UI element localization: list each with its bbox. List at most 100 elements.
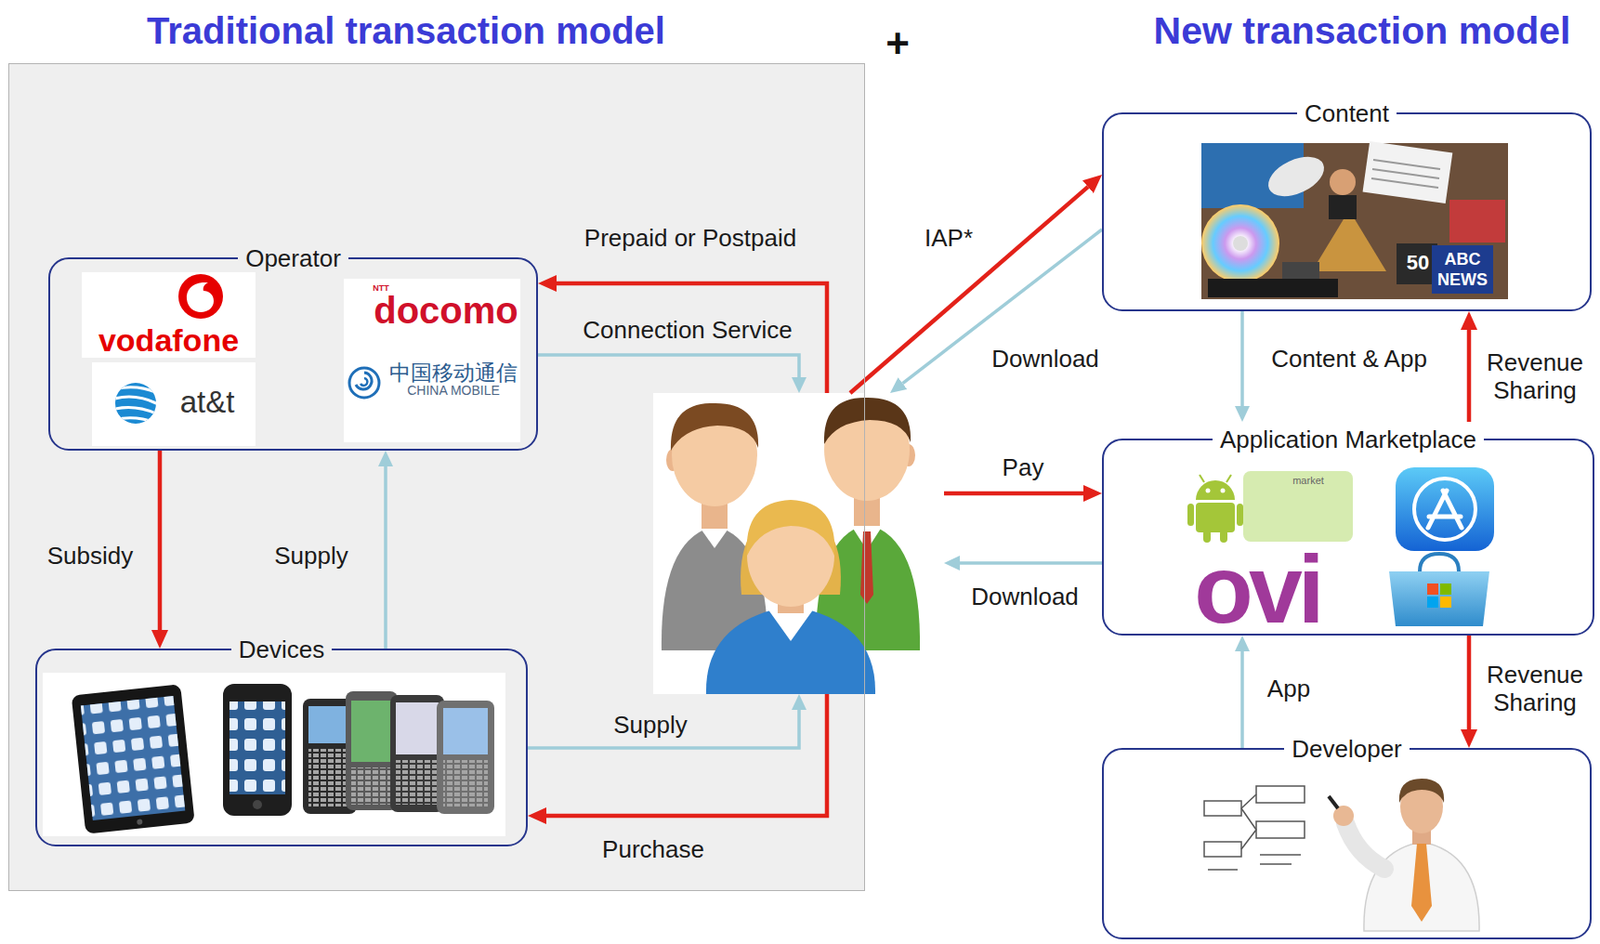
- compact-disc: [1201, 204, 1280, 283]
- logo-text: vodafone: [98, 322, 239, 358]
- person-collar: [767, 608, 814, 642]
- phone-frame: [345, 691, 398, 811]
- sketch-lines: [1207, 794, 1301, 870]
- phone-keys: [443, 760, 488, 807]
- text-holder: ABC NEWS: [1433, 249, 1492, 291]
- flow-label: Subsidy: [43, 541, 138, 570]
- plus-sign: +: [885, 21, 910, 66]
- film-strip: [1207, 278, 1338, 298]
- phone-frame: [436, 700, 495, 814]
- marketplace-box: Application Marketplacemarketovi: [1101, 438, 1595, 636]
- logo-text: CHINA MOBILE: [406, 382, 500, 398]
- logo-ground: [343, 278, 521, 443]
- app-store-glyph: [1428, 490, 1462, 528]
- person-body: [706, 605, 876, 695]
- text-holder: Revenue Sharing: [1395, 660, 1600, 721]
- logo-text: at&t: [180, 384, 236, 420]
- compact-disc-hole: [1232, 236, 1248, 251]
- flow-arrow: [902, 229, 1102, 384]
- robot-antenna: [1199, 474, 1205, 483]
- text-holder: Connection Service: [548, 315, 827, 348]
- text-holder: Developer: [1101, 734, 1592, 767]
- sketch-box: [1256, 821, 1305, 839]
- magazine-number: 50: [1406, 249, 1430, 276]
- flow-label: Supply: [270, 541, 353, 570]
- text-holder: Prepaid or Postpaid: [550, 223, 830, 256]
- box-heading: Content: [1297, 99, 1397, 128]
- text-holder: vodafone: [81, 322, 256, 365]
- text-holder: Supply: [171, 541, 451, 574]
- flow-label: Download: [987, 344, 1103, 373]
- news-logo-ground: [1431, 245, 1494, 294]
- panel-title: Traditional transaction model: [146, 8, 666, 53]
- globe-band: [111, 396, 160, 406]
- phone-frame: [390, 695, 445, 813]
- text-holder: market: [1275, 472, 1341, 487]
- app-store-icon: [1395, 467, 1495, 551]
- marker-pen: [1328, 796, 1338, 809]
- tablet-screen: [80, 695, 185, 821]
- logo-ground: [1186, 467, 1357, 546]
- robot-leg: [1219, 529, 1228, 543]
- phone-keys: [351, 767, 393, 805]
- china-mobile-swirl: [360, 378, 368, 386]
- flow-arrow: [546, 694, 827, 816]
- content-box: Content50ABC NEWS: [1101, 112, 1592, 312]
- text-holder: New transaction model: [1129, 8, 1595, 62]
- china-mobile-mark: [349, 367, 380, 398]
- satellite-dish: [1261, 148, 1330, 205]
- sketch-box: [1204, 841, 1242, 857]
- collage-person: [1328, 195, 1357, 220]
- robot-eye: [1206, 488, 1211, 494]
- flow-arrow: [1240, 651, 1245, 748]
- logo-text: ABC NEWS: [1434, 249, 1491, 290]
- text-holder: at&t: [165, 384, 250, 426]
- flow-label: Pay: [998, 453, 1049, 482]
- text-holder: Supply: [511, 710, 790, 743]
- flow-label: Revenue Sharing: [1475, 660, 1595, 717]
- windows-flag: [1440, 583, 1452, 595]
- tablet-frame: [71, 683, 196, 835]
- box-heading: Devices: [231, 635, 332, 664]
- globe-band: [111, 387, 160, 394]
- text-holder: Devices: [35, 635, 528, 668]
- box-heading: Operator: [237, 244, 349, 273]
- text-holder: Application Marketplace: [1101, 425, 1595, 458]
- magazine: [1396, 243, 1438, 285]
- sketch-box: [1204, 800, 1242, 816]
- flow-arrow: [1467, 329, 1472, 422]
- flow-arrow: [157, 450, 163, 630]
- phone-keys: [395, 760, 439, 805]
- text-holder: IAP*: [809, 223, 1089, 256]
- globe-band: [111, 407, 160, 416]
- flow-label: IAP*: [920, 223, 977, 252]
- windows-flag: [1440, 596, 1452, 608]
- text-holder: Subsidy: [0, 541, 230, 574]
- text-holder: 50: [1399, 249, 1437, 278]
- developer-tie: [1411, 843, 1432, 922]
- phone-button: [252, 800, 263, 810]
- tablet-icons: [80, 695, 185, 821]
- windows-bag: [1389, 571, 1490, 627]
- flow-label: Revenue Sharing: [1475, 348, 1595, 405]
- box-heading: Developer: [1284, 734, 1410, 763]
- phone-screen: [229, 701, 286, 795]
- users-group: [653, 393, 945, 695]
- windows-flag: [1427, 596, 1439, 608]
- flow-arrow: [383, 466, 388, 649]
- developer-arm: [1345, 823, 1385, 869]
- text-holder: docomo: [362, 290, 530, 339]
- globe-band: [113, 418, 158, 424]
- flow-label: Purchase: [598, 835, 709, 864]
- flow-arrow: [944, 491, 1084, 497]
- flow-arrow: [959, 561, 1102, 565]
- text-holder: Content & App: [1209, 344, 1489, 377]
- flow-label: App: [1263, 674, 1314, 703]
- robot-body: [1195, 502, 1235, 533]
- text-holder: App: [1149, 674, 1429, 707]
- flow-label: Prepaid or Postpaid: [580, 223, 800, 252]
- text-holder: Operator: [48, 244, 538, 276]
